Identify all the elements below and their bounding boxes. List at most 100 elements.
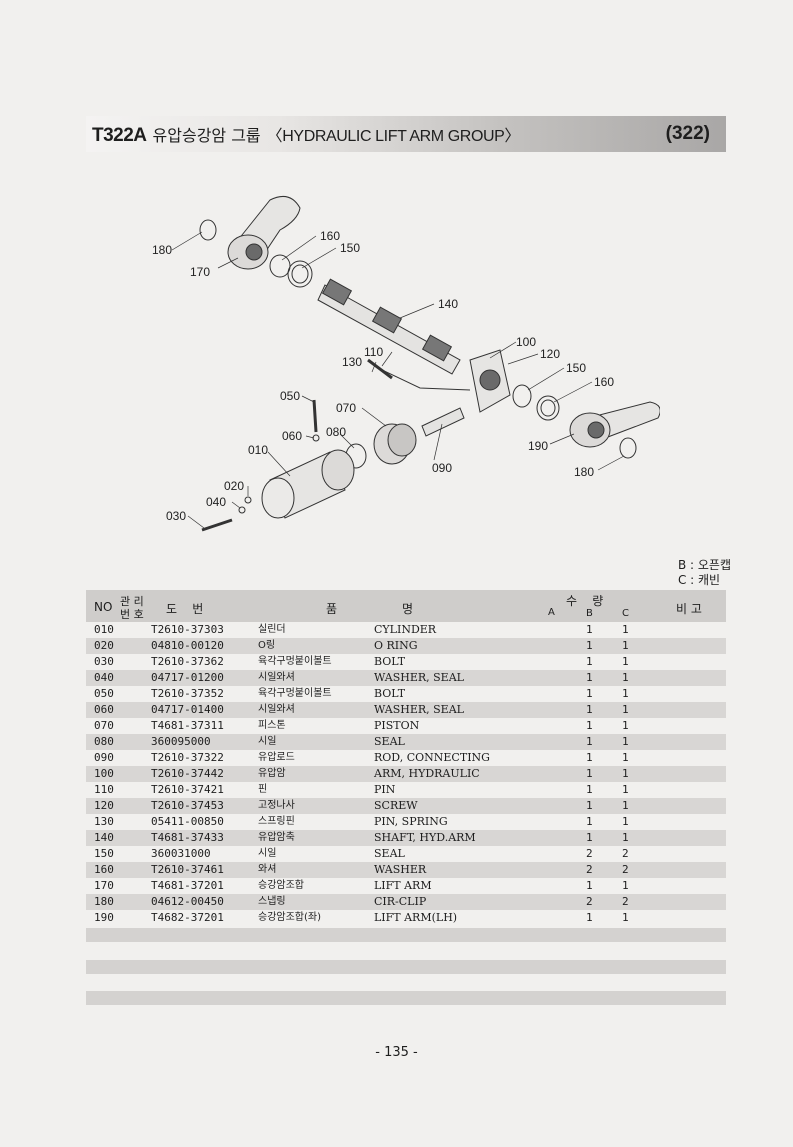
cell-no: 170 — [94, 879, 114, 892]
cell-c: 1 — [622, 671, 629, 684]
cell-ko: 시일와셔 — [258, 672, 295, 683]
cell-en: SEAL — [374, 847, 405, 860]
header-part-no: 도 번 — [166, 602, 204, 616]
cell-en: SEAL — [374, 735, 405, 748]
cell-ko: 실린더 — [258, 624, 286, 635]
cell-part: T2610-37352 — [151, 687, 224, 700]
cell-c: 1 — [622, 719, 629, 732]
callout-040: 040 — [206, 495, 226, 509]
cell-c: 1 — [622, 879, 629, 892]
cell-no: 120 — [94, 799, 114, 812]
header-mgmt-top: 관 리 — [120, 595, 144, 608]
cell-no: 150 — [94, 847, 114, 860]
table-blank-band — [86, 991, 726, 1005]
cell-ko: 핀 — [258, 784, 268, 795]
callout-150a: 150 — [340, 241, 360, 255]
group-code: T322A — [92, 124, 147, 146]
header-mgmt-bottom: 번 호 — [120, 608, 144, 621]
cell-en: WASHER, SEAL — [374, 671, 464, 684]
page-number: - 135 - — [375, 1045, 418, 1060]
cell-b: 1 — [586, 655, 593, 668]
cell-c: 1 — [622, 783, 629, 796]
cell-en: ARM, HYDRAULIC — [374, 767, 480, 780]
legend-cabin: C : 캐빈 — [677, 573, 721, 587]
header-qty-a: A — [548, 607, 555, 618]
cell-b: 1 — [586, 639, 593, 652]
cell-en: BOLT — [374, 687, 406, 700]
cell-ko: 승강암조합 — [258, 880, 304, 891]
table-blank-band — [86, 960, 726, 974]
header-name-a: 품 — [326, 602, 338, 616]
cell-part: T2610-37322 — [151, 751, 224, 764]
cell-part: 04810-00120 — [151, 639, 224, 652]
cell-en: SCREW — [374, 799, 418, 812]
table-blank-band — [86, 928, 726, 942]
cell-b: 1 — [586, 831, 593, 844]
cell-ko: 스프링핀 — [258, 816, 295, 827]
legend-open-cap: B : 오픈캡 — [677, 558, 731, 572]
group-title-en: 〈HYDRAULIC LIFT ARM GROUP〉 — [266, 127, 521, 145]
callout-070: 070 — [336, 401, 356, 415]
cell-part: T2610-37453 — [151, 799, 224, 812]
cell-ko: 스냅링 — [258, 896, 286, 907]
cell-ko: 시일와셔 — [258, 704, 295, 715]
cell-b: 1 — [586, 767, 593, 780]
cell-c: 2 — [622, 847, 629, 860]
cell-b: 1 — [586, 911, 593, 924]
cell-no: 010 — [94, 623, 114, 636]
header-qty: 수 량 — [566, 594, 604, 608]
cell-ko: 고정나사 — [258, 800, 295, 811]
cell-part: 04717-01400 — [151, 703, 224, 716]
cell-ko: 와셔 — [258, 864, 277, 875]
cell-b: 1 — [586, 719, 593, 732]
title-bar: T322A 유압승강암 그룹 〈HYDRAULIC LIFT ARM GROUP… — [86, 116, 726, 152]
cell-ko: 피스톤 — [258, 720, 286, 731]
cell-no: 020 — [94, 639, 114, 652]
cell-b: 2 — [586, 863, 593, 876]
cell-c: 1 — [622, 751, 629, 764]
page-title: T322A 유압승강암 그룹 〈HYDRAULIC LIFT ARM GROUP… — [92, 122, 520, 147]
cell-c: 1 — [622, 735, 629, 748]
cell-c: 1 — [622, 655, 629, 668]
callout-010: 010 — [248, 443, 268, 457]
page-reference: (322) — [665, 123, 710, 144]
cell-no: 030 — [94, 655, 114, 668]
cell-ko: 유압암축 — [258, 832, 295, 843]
cell-b: 1 — [586, 735, 593, 748]
header-remark: 비 고 — [676, 602, 702, 616]
cell-b: 1 — [586, 671, 593, 684]
cell-part: 04717-01200 — [151, 671, 224, 684]
callout-030: 030 — [166, 509, 186, 523]
cell-b: 1 — [586, 815, 593, 828]
cell-c: 1 — [622, 911, 629, 924]
cell-no: 100 — [94, 767, 114, 780]
callout-180a: 180 — [152, 243, 172, 257]
cell-en: BOLT — [374, 655, 406, 668]
cell-c: 1 — [622, 687, 629, 700]
cell-part: T2610-37442 — [151, 767, 224, 780]
callout-180b: 180 — [574, 465, 594, 479]
header-no: NO — [94, 600, 113, 614]
cell-ko: 유압로드 — [258, 752, 295, 763]
legend: B : 오픈캡 C : 캐빈 — [678, 558, 731, 588]
header-name-b: 명 — [402, 602, 414, 616]
callout-190: 190 — [528, 439, 548, 453]
cell-c: 1 — [622, 639, 629, 652]
callout-130: 130 — [342, 355, 362, 369]
cell-part: 05411-00850 — [151, 815, 224, 828]
exploded-diagram-svg: 180 170 160 150 140 100 120 150 160 110 … — [152, 195, 661, 532]
cell-part: T2610-37362 — [151, 655, 224, 668]
cell-b: 1 — [586, 783, 593, 796]
